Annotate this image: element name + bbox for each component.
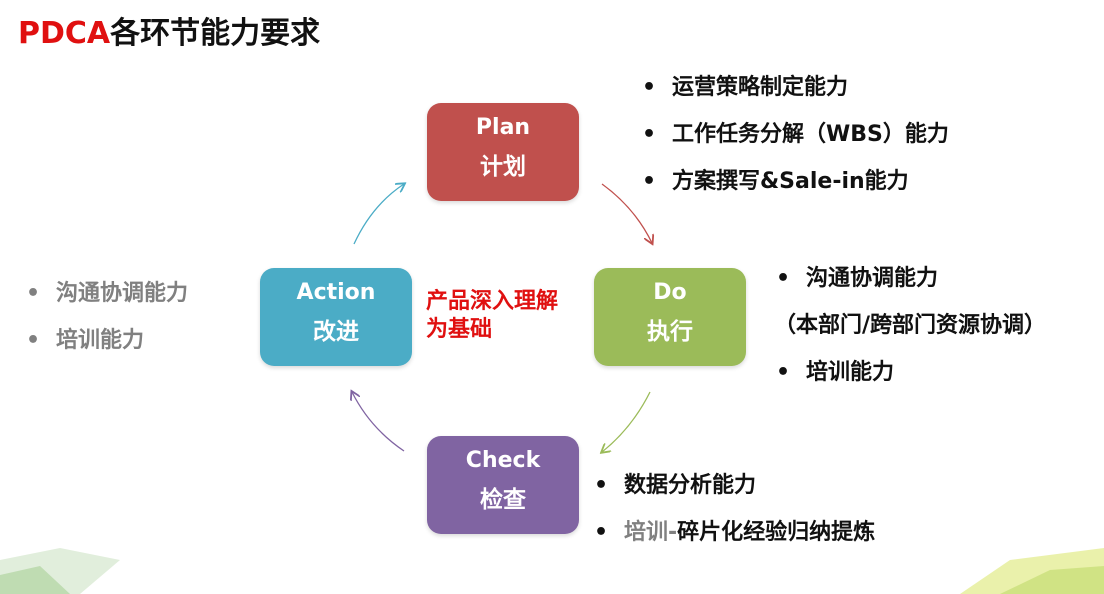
check-requirements-list: 数据分析能力 培训-碎片化经验归纳提炼	[592, 462, 875, 556]
action-requirements-list: 沟通协调能力 培训能力	[24, 270, 188, 364]
check-label-en: Check	[465, 448, 541, 473]
do-item: 培训能力	[774, 349, 1046, 396]
arrow-check-to-action	[352, 392, 405, 452]
center-text-line2: 为基础	[426, 317, 493, 342]
do-box: Do 执行	[594, 268, 746, 366]
action-item: 培训能力	[24, 317, 188, 364]
action-label-zh: 改进	[313, 319, 359, 345]
title-accent: PDCA	[18, 16, 111, 51]
plan-item: 运营策略制定能力	[640, 64, 949, 111]
check-box: Check 检查	[427, 436, 579, 534]
center-text-line1: 产品深入理解	[426, 289, 559, 314]
center-foundation-text: 产品深入理解 为基础	[426, 288, 558, 344]
plan-item: 方案撰写&Sale-in能力	[640, 158, 949, 205]
check-item-black-part: 碎片化经验归纳提炼	[677, 520, 876, 545]
do-label-zh: 执行	[647, 319, 693, 345]
arrow-action-to-plan	[353, 184, 404, 245]
plan-label-en: Plan	[475, 115, 531, 140]
do-requirements-list: 沟通协调能力 （本部门/跨部门资源协调） 培训能力	[774, 255, 1046, 396]
action-item: 沟通协调能力	[24, 270, 188, 317]
page-title: PDCA各环节能力要求	[18, 8, 320, 52]
plan-box: Plan 计划	[427, 103, 579, 201]
check-item: 数据分析能力	[592, 462, 875, 509]
arrow-plan-to-do	[601, 183, 652, 243]
plan-label-zh: 计划	[480, 154, 526, 180]
action-label-en: Action	[296, 280, 376, 305]
title-rest: 各环节能力要求	[110, 16, 321, 51]
plan-item: 工作任务分解（WBS）能力	[640, 111, 949, 158]
do-item-note: （本部门/跨部门资源协调）	[774, 313, 1047, 338]
action-box: Action 改进	[260, 268, 412, 366]
do-label-en: Do	[653, 280, 687, 305]
do-item: 沟通协调能力	[774, 255, 1046, 302]
check-label-zh: 检查	[480, 487, 526, 513]
plan-requirements-list: 运营策略制定能力 工作任务分解（WBS）能力 方案撰写&Sale-in能力	[640, 64, 949, 205]
check-item-gray-part: 培训-	[624, 520, 678, 545]
arrow-do-to-check	[602, 391, 651, 452]
check-item: 培训-碎片化经验归纳提炼	[592, 509, 875, 556]
